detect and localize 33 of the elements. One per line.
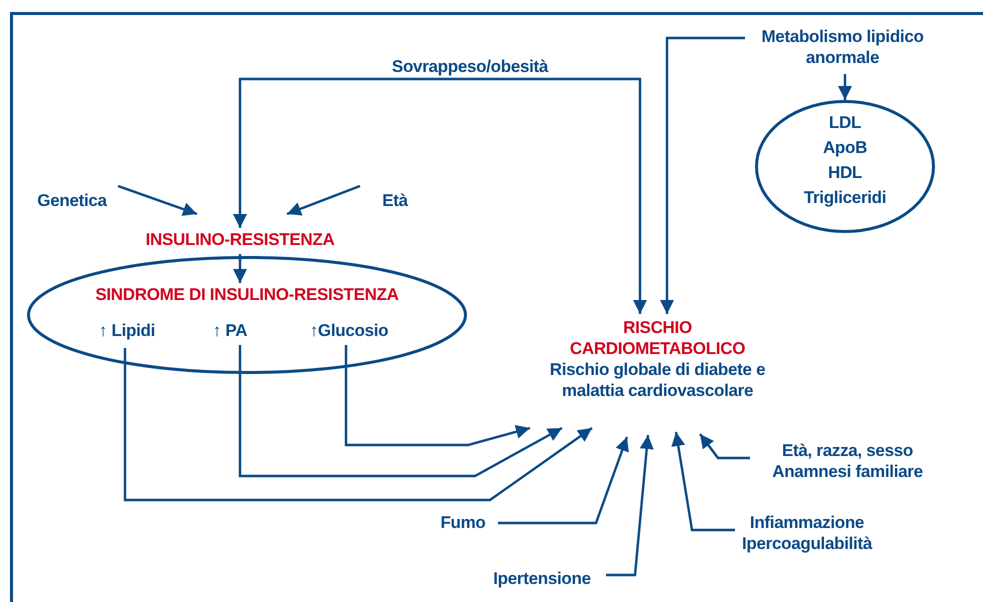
parameter-label: HDL — [828, 162, 862, 184]
heading: RISCHIO CARDIOMETABOLICO — [568, 317, 746, 359]
arrow — [498, 436, 629, 524]
heading: SINDROME DI INSULINO-RESISTENZA — [95, 284, 399, 305]
factor-label: Età — [375, 190, 415, 214]
arrow — [470, 78, 647, 314]
heading: INSULINO-RESISTENZA — [110, 229, 370, 253]
factor-label: ↑ PA — [195, 320, 265, 344]
arrow — [344, 345, 530, 446]
arrow — [286, 184, 360, 216]
arrow — [238, 345, 563, 478]
arrow — [699, 433, 750, 460]
arrow — [118, 184, 198, 216]
parameter-label: Trigliceridi — [804, 187, 886, 209]
factor-label: Sovrappeso/obesità — [368, 56, 572, 78]
arrow — [233, 78, 470, 228]
factor-label: Metabolismo lipidico anormale — [730, 26, 955, 72]
parameter-label: LDL — [828, 112, 862, 134]
arrow — [660, 36, 745, 314]
factor-label: Infiammazione Ipercoagulabilità — [722, 512, 892, 558]
arrow — [671, 432, 735, 532]
factor-label: Ipertensione — [478, 568, 606, 592]
factor-label: Fumo — [430, 512, 496, 536]
arrow — [233, 254, 247, 283]
factor-label: Genetica — [22, 190, 122, 214]
factor-label: ↑Glucosio — [289, 320, 409, 344]
description-text: Rischio globale di diabete e malattia cardiovascolare — [548, 359, 766, 401]
arrow — [838, 74, 852, 100]
parameter-label: ApoB — [822, 137, 868, 159]
arrow — [124, 348, 593, 502]
factor-label: Età, razza, sesso Anamnesi familiare — [745, 440, 950, 486]
factor-label: ↑ Lipidi — [77, 320, 177, 344]
arrow — [606, 434, 654, 576]
